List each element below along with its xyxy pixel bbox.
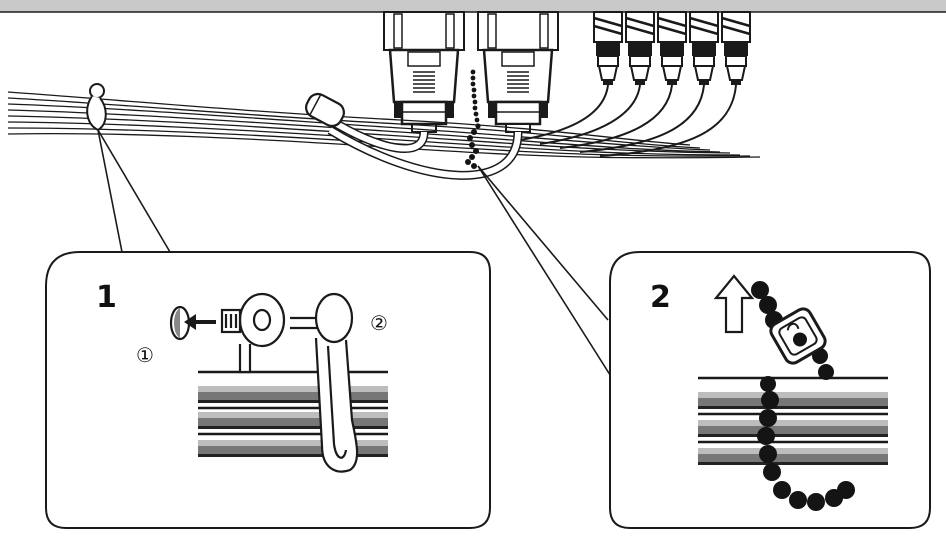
step-label-1: ① <box>136 343 154 367</box>
arrow-up-icon <box>713 274 755 334</box>
bead-band-detail <box>751 281 855 511</box>
bnc-connector-3 <box>656 10 688 87</box>
bnc-connector-2 <box>624 10 656 87</box>
clamp-pin-detail <box>169 292 286 374</box>
cable-bundle-detail <box>198 370 388 457</box>
dsub-connector-1 <box>382 10 466 134</box>
bnc-connector-1 <box>592 10 624 87</box>
cable-bundle <box>7 84 761 180</box>
callout-panel-1: 1 <box>45 251 491 529</box>
cable-clamp-icon <box>86 83 107 132</box>
arrow-left-icon <box>184 314 216 330</box>
callout-2-leader <box>477 165 613 379</box>
dsub-connector-2 <box>476 10 560 134</box>
callout-number-2: 2 <box>650 280 671 315</box>
cable-clamp-strap <box>290 292 359 473</box>
callout-number-1: 1 <box>96 280 117 315</box>
callout-panel-2: 2 <box>609 251 931 529</box>
bnc-connector-5 <box>720 10 752 87</box>
bnc-connector-4 <box>688 10 720 87</box>
callout-1-leader <box>97 129 171 253</box>
bnc-connectors <box>592 10 752 87</box>
bead-band-icon <box>465 69 481 169</box>
cable-bundle-detail-2 <box>698 376 888 465</box>
ferrite-core <box>305 92 345 128</box>
step-label-2: ② <box>370 311 388 335</box>
display-bottom-edge <box>0 0 946 12</box>
